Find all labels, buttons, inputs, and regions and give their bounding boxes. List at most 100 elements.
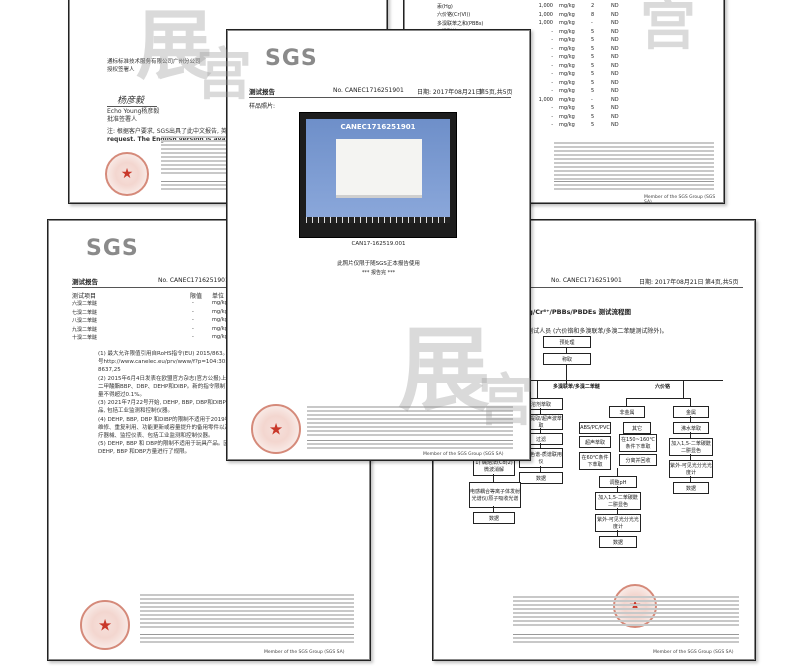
report-end-mark: *** 报告完 *** — [361, 270, 396, 276]
photo-label-text: CANEC1716251901 — [340, 123, 416, 131]
table-cell-result: ND — [611, 62, 619, 69]
header-rule — [457, 287, 743, 288]
table-cell-result: ND — [611, 37, 619, 44]
photo-ruler — [306, 217, 450, 223]
table-cell-mdl: 1,000 — [538, 3, 553, 10]
flow-connector — [540, 428, 541, 433]
flow-uv-data: 数据 — [599, 536, 637, 548]
table-cell-item: 九溴二苯醚 — [72, 326, 98, 333]
footer-address-block — [554, 184, 714, 192]
flow-icp: 电感耦合等离子体发射光谱仪/原子吸收光谱 — [469, 482, 521, 508]
table-cell-lod: 5 — [591, 88, 595, 95]
star-icon: ★ — [120, 166, 134, 182]
sgs-logo: SGS — [265, 46, 318, 71]
table-cell-lod: 8 — [591, 11, 595, 18]
flow-connector — [540, 408, 541, 414]
table-cell-unit: mg/kg — [559, 28, 575, 35]
report-date: 日期: 2017年08月21日 — [639, 279, 704, 286]
report-title: 测试报告 — [249, 88, 275, 96]
col-header-limit: 限值 — [190, 293, 203, 300]
table-cell-lod: - — [591, 20, 593, 27]
header-rule — [72, 287, 352, 288]
table-cell-unit: mg/kg — [212, 334, 228, 340]
report-date: 日期: 2017年08月21日 — [417, 89, 482, 96]
table-cell-mdl: - — [551, 79, 553, 86]
table-cell-unit: mg/kg — [559, 96, 575, 103]
table-cell-item: 七溴二苯醚 — [72, 309, 98, 316]
flow-reagent: 加入1,5-二苯碳酰二肼显色 — [595, 492, 641, 510]
star-icon: ★ — [97, 615, 113, 635]
flow-weigh: 称取 — [543, 353, 591, 365]
flow-metal: 金属 — [673, 406, 709, 418]
footer-address-block — [140, 637, 354, 645]
flow-connector — [626, 398, 627, 406]
table-cell-unit: mg/kg — [559, 11, 575, 18]
sgs-logo: SGS — [86, 236, 139, 261]
table-cell-lod: 5 — [591, 122, 595, 129]
footer-address-block — [513, 637, 739, 645]
table-cell-result: ND — [611, 54, 619, 61]
flow-connector — [690, 432, 691, 438]
table-cell-mdl: - — [551, 71, 553, 78]
table-cell-unit: mg/kg — [212, 325, 228, 332]
lab-name-line: 通标标准技术服务有限公司广州分公司 — [107, 59, 201, 65]
flow-boil: 沸水萃取 — [673, 422, 709, 434]
flow-branch-pbb: 多溴联苯/多溴二苯醚 — [553, 384, 600, 390]
footer-address-block — [307, 443, 513, 451]
sgs-seal-stamp: ★ — [105, 152, 149, 196]
foam-block — [336, 139, 422, 195]
signer-name: Echo Young杨彦毅 — [107, 108, 160, 115]
flow-connector — [690, 398, 691, 406]
table-cell-result: ND — [611, 3, 619, 10]
flow-gcms-data: 数据 — [519, 472, 563, 484]
table-cell-method: - — [192, 308, 194, 315]
table-cell-result: ND — [611, 79, 619, 86]
sample-photo-label: 样品照片: — [249, 103, 276, 110]
note-line: 号http://www.canelec.eu/prv/www/f?p=104:3… — [98, 359, 256, 366]
note-line-1: 注: 根据客户要求, SGS出具了此中文报告, 英文版本同时发 — [107, 128, 263, 135]
table-row: 六溴二苯醚-mg/kg — [72, 300, 272, 309]
table-cell-item: 六溴二苯醚 — [72, 301, 98, 307]
table-cell-lod: 5 — [591, 79, 595, 86]
table-cell-lod: 5 — [591, 113, 595, 120]
table-cell-mdl: 1,000 — [538, 11, 553, 18]
report-number: No. CANEC1716251901 — [158, 277, 229, 284]
table-cell-unit: mg/kg — [212, 300, 228, 306]
note-line: 品, 包括工业监测和控制仪器。 — [98, 408, 173, 415]
flow-connector — [617, 468, 618, 476]
footer-rule — [554, 181, 714, 182]
report-page-center: SGS 测试报告 No. CANEC1716251901 日期: 2017年08… — [226, 29, 531, 461]
table-cell-unit: mg/kg — [559, 45, 575, 52]
table-cell-unit: mg/kg — [559, 3, 575, 10]
flow-uv-2: 紫外-可见光分光光度计 — [669, 460, 713, 478]
table-cell-result: ND — [611, 113, 619, 120]
table-cell-lod: 5 — [591, 28, 595, 35]
footer-member: Member of the SGS Group (SGS SA) — [653, 650, 734, 655]
report-title: 测试报告 — [72, 278, 98, 286]
flow-uv: 紫外-可见光分光光度计 — [595, 514, 641, 532]
flow-connector — [493, 380, 723, 381]
flow-connector — [617, 486, 618, 492]
footer-rule — [307, 440, 513, 441]
signature-line — [107, 106, 157, 107]
flow-connector — [493, 474, 494, 482]
table-cell-item: 汞(Hg) — [437, 3, 453, 10]
table-cell-result: ND — [611, 11, 619, 18]
col-header-unit: 单位 — [212, 293, 225, 300]
table-cell-unit: mg/kg — [559, 88, 575, 95]
flow-connector — [617, 508, 618, 514]
table-cell-lod: 2 — [591, 3, 595, 10]
flow-acid: 在60℃条件下萃取 — [579, 452, 611, 470]
table-cell-result: ND — [611, 122, 619, 129]
footer-rule — [513, 634, 739, 635]
table-cell-method: - — [192, 317, 194, 323]
table-cell-lod: 5 — [591, 45, 595, 52]
flowchart-subheading: 1) 测试人员 (六价铬和多溴联苯/多溴二苯醚测试除外)。 — [519, 328, 668, 335]
table-row: 汞(Hg) 1,000 mg/kg 2 ND — [434, 2, 622, 11]
report-number: No. CANEC1716251901 — [551, 277, 622, 284]
